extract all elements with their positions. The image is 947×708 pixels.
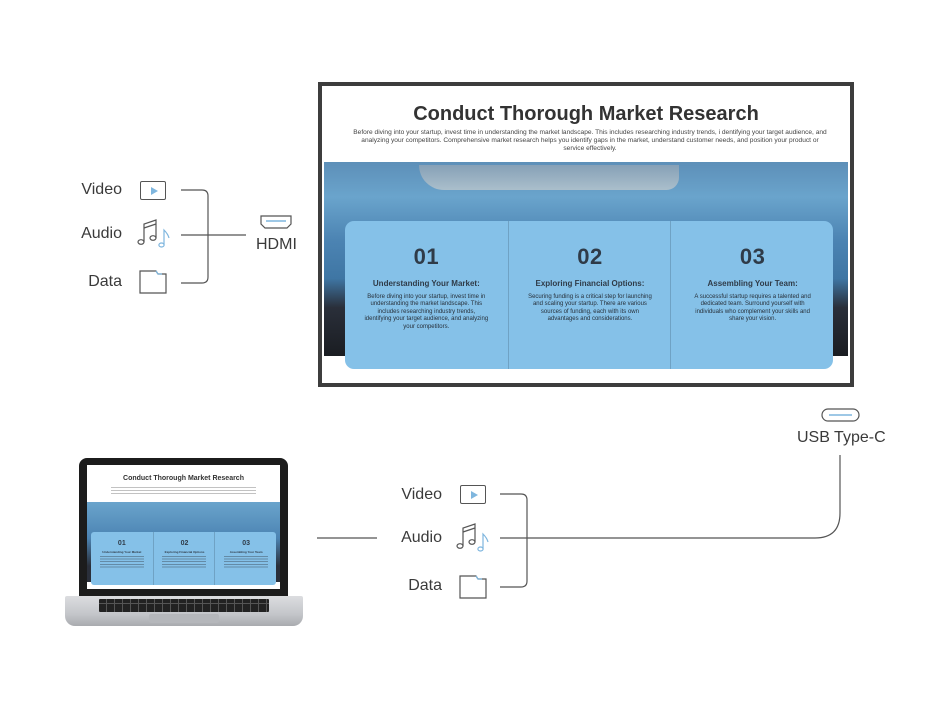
feature-body: Securing funding is a critical step for … — [528, 294, 652, 323]
signal-label-data: Data — [408, 577, 442, 594]
feature-heading: Understanding Your Market: — [372, 279, 480, 288]
hdmi-label: HDMI — [256, 236, 297, 253]
feature-body — [224, 556, 269, 568]
feature-number: 03 — [242, 540, 251, 547]
laptop-feature-panel: 01 Understanding Your Market 02 Explorin… — [91, 532, 276, 585]
music-notes-icon — [456, 523, 489, 552]
slide-title: Conduct Thorough Market Research — [413, 103, 759, 125]
usbc-bracket-line — [500, 493, 528, 588]
feature-heading: Understanding Your Market — [102, 550, 142, 554]
video-play-icon — [140, 181, 166, 200]
feature-column: 01 Understanding Your Market: Before div… — [345, 221, 508, 369]
feature-number: 01 — [413, 244, 440, 269]
feature-body — [162, 556, 207, 568]
feature-heading: Exploring Financial Options: — [535, 279, 645, 288]
feature-number: 02 — [577, 244, 603, 269]
signal-label-audio: Audio — [81, 225, 122, 242]
feature-body: Before diving into your startup, invest … — [364, 294, 489, 330]
video-play-icon — [460, 485, 486, 504]
usbc-audio-line — [500, 455, 841, 539]
display-monitor: Conduct Thorough Market Research Before … — [318, 82, 854, 387]
laptop-screen: Conduct Thorough Market Research 01 Unde… — [79, 458, 288, 596]
laptop-slide-title: Conduct Thorough Market Research — [123, 475, 244, 482]
feature-heading: Assembling Your Team — [229, 550, 263, 554]
feature-body — [99, 556, 144, 568]
laptop-keyboard — [99, 599, 269, 612]
slide-intro: Before diving into your startup, invest … — [353, 129, 827, 152]
usb-c-port-icon — [821, 408, 860, 422]
laptop-feature-column: 01 Understanding Your Market — [91, 532, 153, 585]
feature-heading: Assembling Your Team: — [707, 279, 798, 288]
laptop-feature-column: 02 Exploring Financial Options — [152, 532, 216, 585]
feature-body: A successful startup requires a talented… — [694, 294, 811, 323]
usb-c-label: USB Type-C — [797, 429, 886, 446]
feature-panel: 01 Understanding Your Market: Before div… — [345, 221, 833, 369]
laptop-slide-intro — [111, 487, 256, 496]
feature-column: 03 Assembling Your Team: A successful st… — [670, 221, 834, 369]
laptop-base — [65, 596, 303, 626]
feature-number: 03 — [739, 244, 766, 269]
laptop-feature-column: 03 Assembling Your Team — [214, 532, 277, 585]
laptop-trackpad — [149, 614, 219, 623]
feature-column: 02 Exploring Financial Options: Securing… — [507, 221, 672, 369]
feature-number: 01 — [117, 540, 126, 547]
folder-icon — [139, 270, 167, 294]
feature-number: 02 — [180, 540, 189, 547]
feature-heading: Exploring Financial Options — [164, 550, 205, 554]
folder-icon — [459, 575, 487, 599]
laptop-display: Conduct Thorough Market Research 01 Unde… — [87, 465, 280, 589]
hdmi-port-icon — [260, 215, 292, 229]
signal-label-audio: Audio — [401, 529, 442, 546]
signal-label-video: Video — [401, 486, 442, 503]
music-notes-icon — [137, 219, 170, 248]
signal-label-video: Video — [81, 181, 122, 198]
signal-label-data: Data — [88, 273, 122, 290]
hdmi-bracket-line — [181, 189, 209, 284]
